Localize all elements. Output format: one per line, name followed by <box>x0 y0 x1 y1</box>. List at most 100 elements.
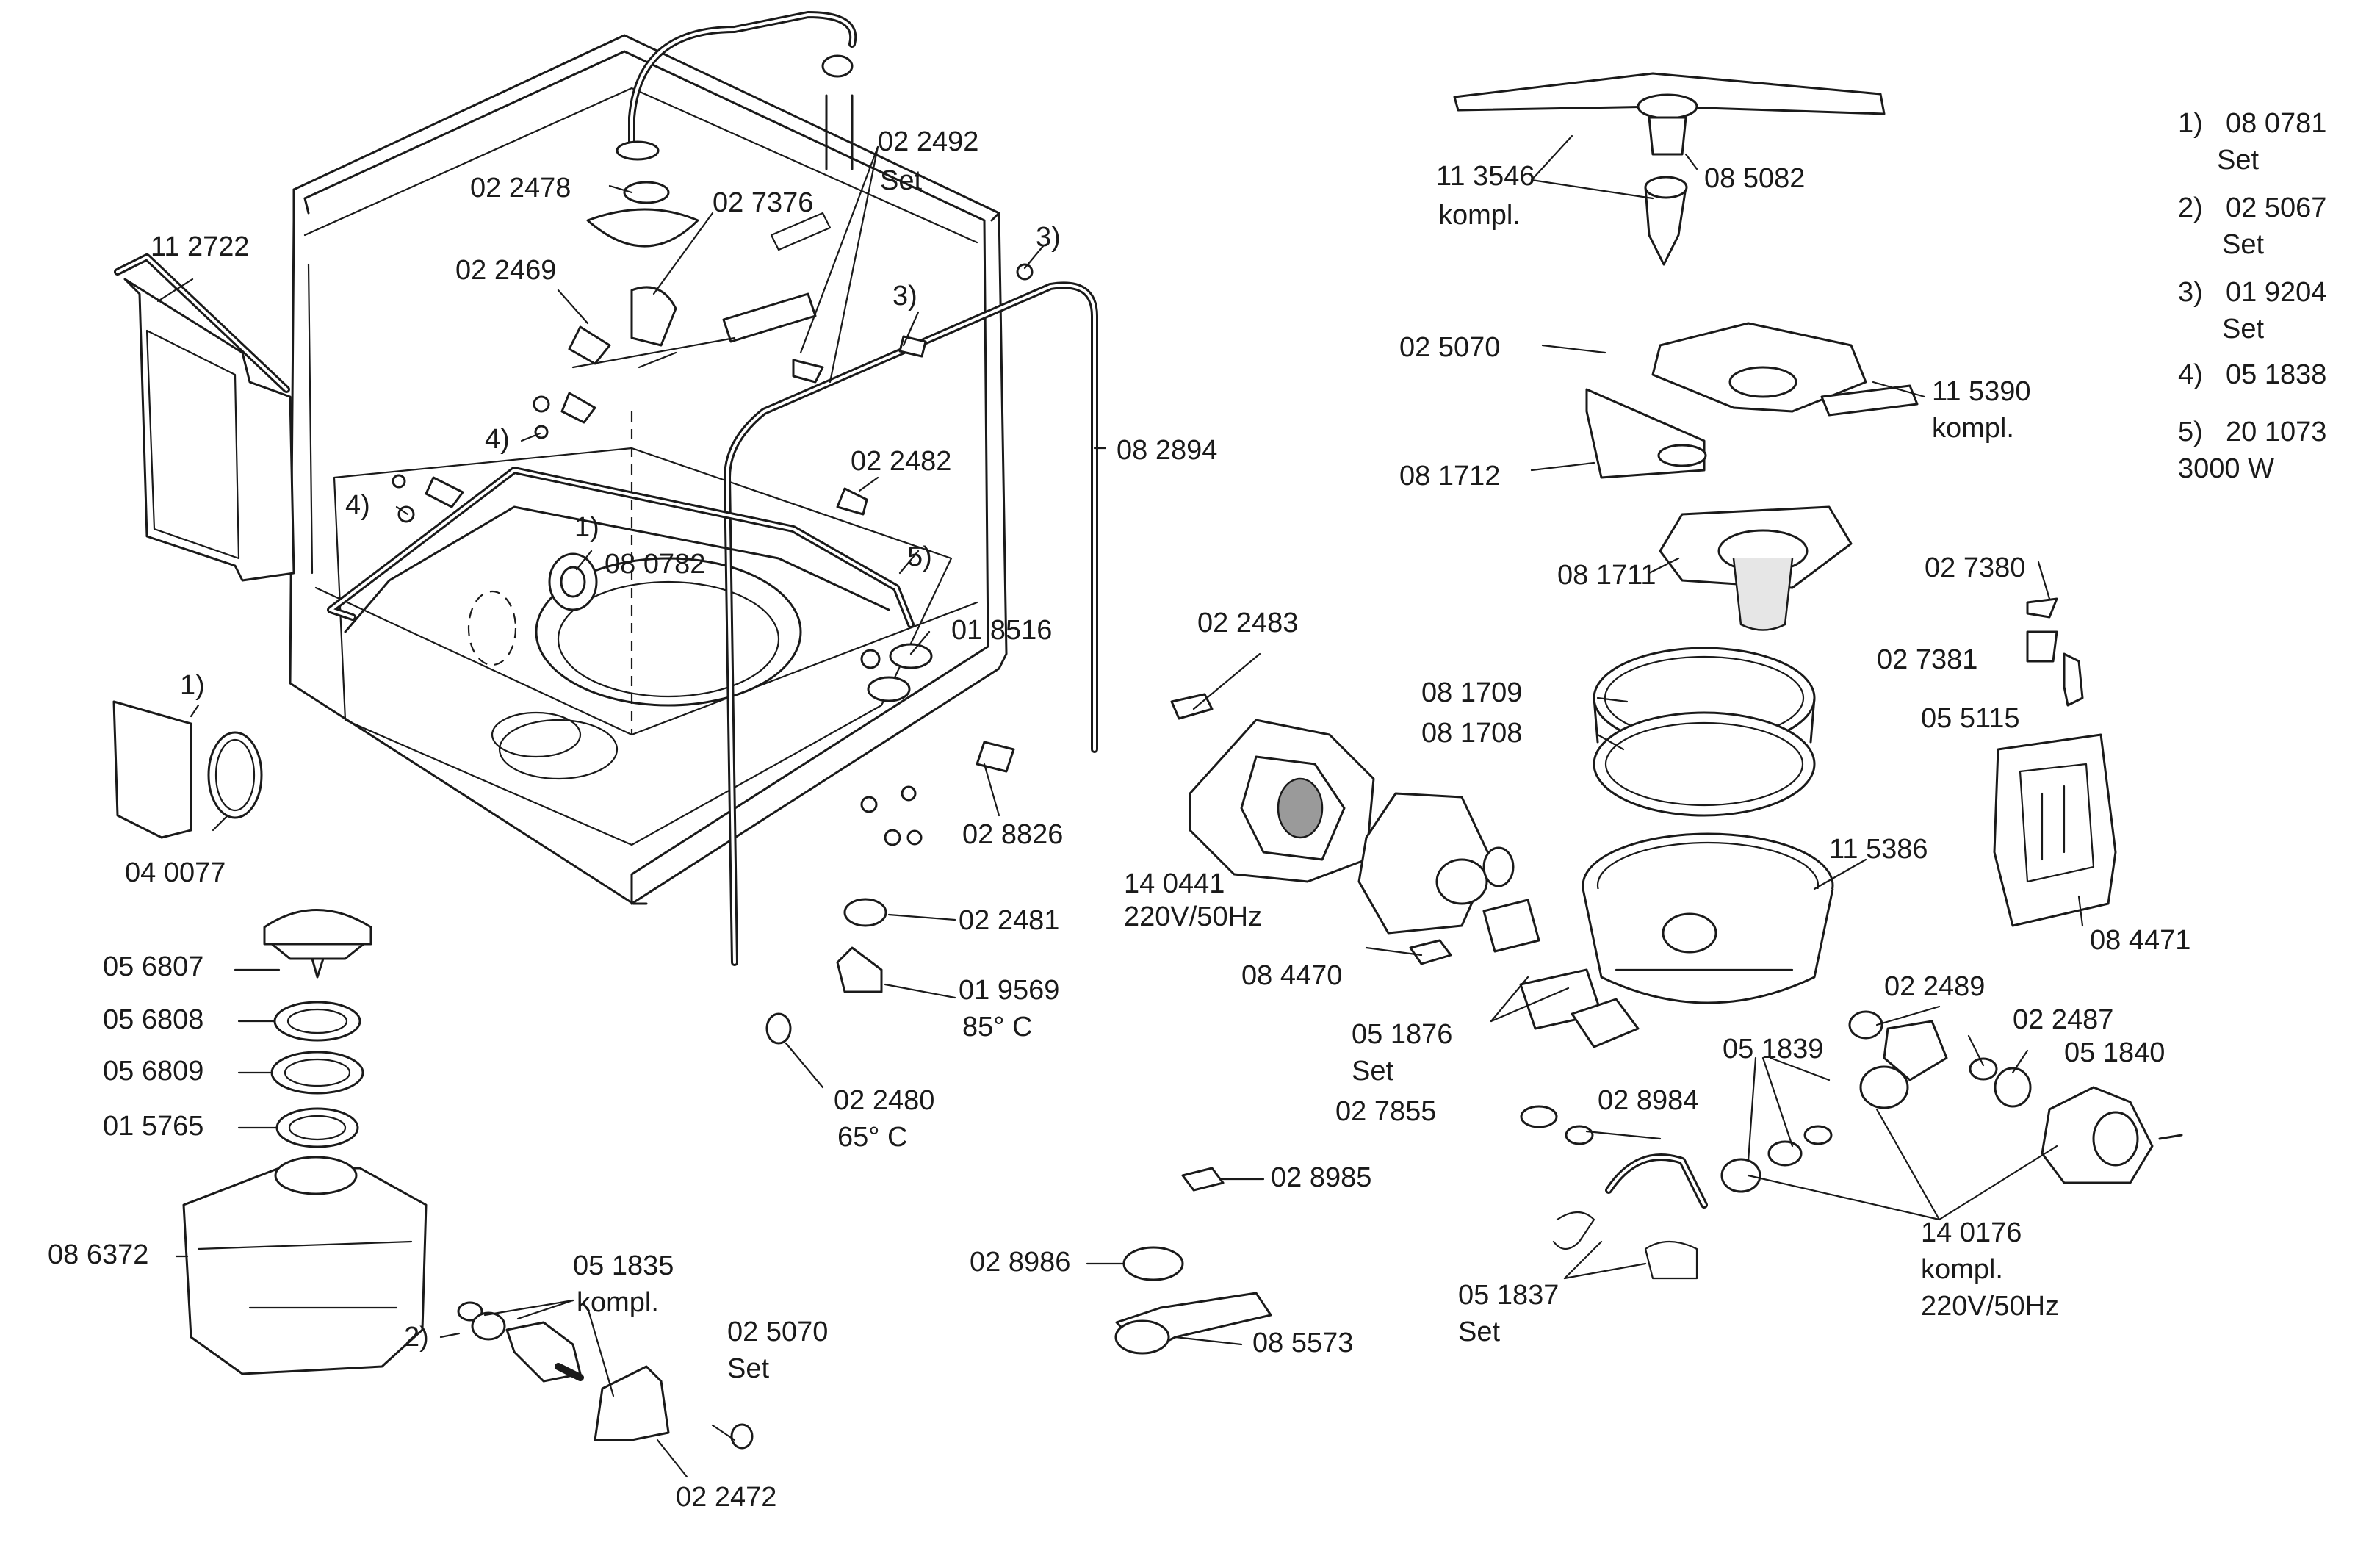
label-086372: 08 6372 <box>48 1239 148 1270</box>
label-115386: 11 5386 <box>1829 834 1928 865</box>
label-081709: 08 1709 <box>1421 677 1522 708</box>
legend-4-code: 05 1838 <box>2226 359 2326 390</box>
softener-stack <box>182 909 428 1375</box>
label-019569-temp: 85° C <box>962 1012 1032 1043</box>
label-028826: 02 8826 <box>962 819 1063 850</box>
label-022492: 02 2492 <box>878 126 978 157</box>
label-085573: 08 5573 <box>1252 1328 1353 1358</box>
legend-3-num: 3) <box>2178 277 2203 308</box>
tub-small-parts <box>392 263 1034 1045</box>
label-027855: 02 7855 <box>1335 1096 1436 1127</box>
label-ref-1a: 1) <box>574 512 599 543</box>
label-113546: 11 3546 <box>1436 161 1535 192</box>
label-019569: 01 9569 <box>959 975 1059 1006</box>
hoses-middle <box>1482 899 2032 1280</box>
label-027376: 02 7376 <box>713 187 813 218</box>
label-ref-5: 5) <box>907 541 932 572</box>
label-051835: 05 1835 <box>573 1250 674 1281</box>
legend-5-code: 20 1073 <box>2226 417 2326 447</box>
label-022482: 02 2482 <box>851 446 951 477</box>
board-084471 <box>1993 733 2117 927</box>
label-081712: 08 1712 <box>1399 461 1500 492</box>
filter-insert-081711 <box>1659 505 1853 631</box>
label-022469: 02 2469 <box>455 255 556 286</box>
label-ref-4a: 4) <box>485 424 510 455</box>
label-081711: 08 1711 <box>1557 560 1656 591</box>
label-022489: 02 2489 <box>1884 971 1985 1002</box>
label-115390-kompl: kompl. <box>1932 413 2014 444</box>
spray-arm-113546 <box>1453 72 1886 266</box>
leader-lines <box>156 134 2084 1478</box>
label-140176-volt: 220V/50Hz <box>1921 1291 2059 1322</box>
legend-5-num: 5) <box>2178 417 2203 447</box>
label-051839: 05 1839 <box>1723 1034 1823 1065</box>
label-080782: 08 0782 <box>605 549 705 580</box>
door-panel-112722 <box>114 253 295 582</box>
label-025070: 02 5070 <box>1399 332 1500 363</box>
label-ref-3b: 3) <box>892 281 917 312</box>
strainer-plate <box>1585 322 1919 479</box>
legend-4-num: 4) <box>2178 359 2203 390</box>
label-081708: 08 1708 <box>1421 718 1522 749</box>
label-ref-2: 2) <box>404 1322 429 1353</box>
valve-040077 <box>112 700 263 839</box>
label-112722: 11 2722 <box>151 231 250 262</box>
label-051837-set: Set <box>1458 1317 1500 1347</box>
label-082894: 08 2894 <box>1117 435 1217 466</box>
label-022480-temp: 65° C <box>837 1122 907 1153</box>
label-028985: 02 8985 <box>1271 1162 1371 1193</box>
legend-1-note: Set <box>2217 145 2259 176</box>
label-085082: 08 5082 <box>1704 163 1805 194</box>
float-parts <box>1114 1167 1272 1355</box>
pump-140176 <box>2041 1086 2183 1184</box>
legend-2-code: 02 5067 <box>2226 192 2326 223</box>
legend-3-note: Set <box>2222 314 2264 345</box>
label-115390: 11 5390 <box>1932 376 2031 407</box>
label-056808: 05 6808 <box>103 1004 203 1035</box>
label-051876-set: Set <box>1352 1056 1393 1087</box>
label-051876: 05 1876 <box>1352 1019 1452 1050</box>
label-140176: 14 0176 <box>1921 1217 2022 1248</box>
label-084470: 08 4470 <box>1241 960 1342 991</box>
label-018516: 01 8516 <box>951 615 1052 646</box>
right-small-parts <box>2026 597 2084 707</box>
label-022483: 02 2483 <box>1197 608 1298 638</box>
legend: 1) 08 0781 Set 2) 02 5067 Set 3) 01 9204… <box>2178 108 2326 484</box>
label-022481: 02 2481 <box>959 905 1059 936</box>
label-055115: 05 5115 <box>1921 703 2020 734</box>
label-022478: 02 2478 <box>470 173 571 204</box>
label-113546-kompl: kompl. <box>1438 200 1521 231</box>
legend-2-num: 2) <box>2178 192 2203 223</box>
filter-rings <box>1593 647 1816 817</box>
heating-element <box>327 467 915 633</box>
sump-housing-115386 <box>1582 832 1834 1004</box>
label-040077: 04 0077 <box>125 857 226 888</box>
door-seal-loop <box>724 281 1098 966</box>
label-022480: 02 2480 <box>834 1085 934 1116</box>
label-022492-set: Set <box>880 165 922 196</box>
label-056809: 05 6809 <box>103 1056 203 1087</box>
label-140441: 14 0441 <box>1124 868 1225 899</box>
label-051835-kompl: kompl. <box>577 1287 659 1318</box>
label-027381: 02 7381 <box>1877 644 1977 675</box>
label-056807: 05 6807 <box>103 951 203 982</box>
part-labels: 11 2722 02 2478 02 2469 02 7376 02 2492 … <box>48 126 2190 1513</box>
legend-2-note: Set <box>2222 229 2264 260</box>
legend-3-code: 01 9204 <box>2226 277 2326 308</box>
label-028984: 02 8984 <box>1598 1085 1698 1116</box>
label-051840: 05 1840 <box>2064 1037 2165 1068</box>
label-140441-volt: 220V/50Hz <box>1124 901 1262 932</box>
tub-frame <box>289 34 1008 905</box>
label-028986: 02 8986 <box>970 1247 1070 1278</box>
label-015765: 01 5765 <box>103 1111 203 1142</box>
label-027380: 02 7380 <box>1925 552 2025 583</box>
label-025070b: 02 5070 <box>727 1317 828 1347</box>
dispenser-parts <box>457 1301 754 1450</box>
label-ref-1b: 1) <box>180 670 205 701</box>
label-022472: 02 2472 <box>676 1482 776 1513</box>
label-140176-kompl: kompl. <box>1921 1254 2003 1285</box>
label-051837: 05 1837 <box>1458 1280 1559 1311</box>
motor-140441 <box>1170 693 1515 965</box>
legend-1-code: 08 0781 <box>2226 108 2326 139</box>
